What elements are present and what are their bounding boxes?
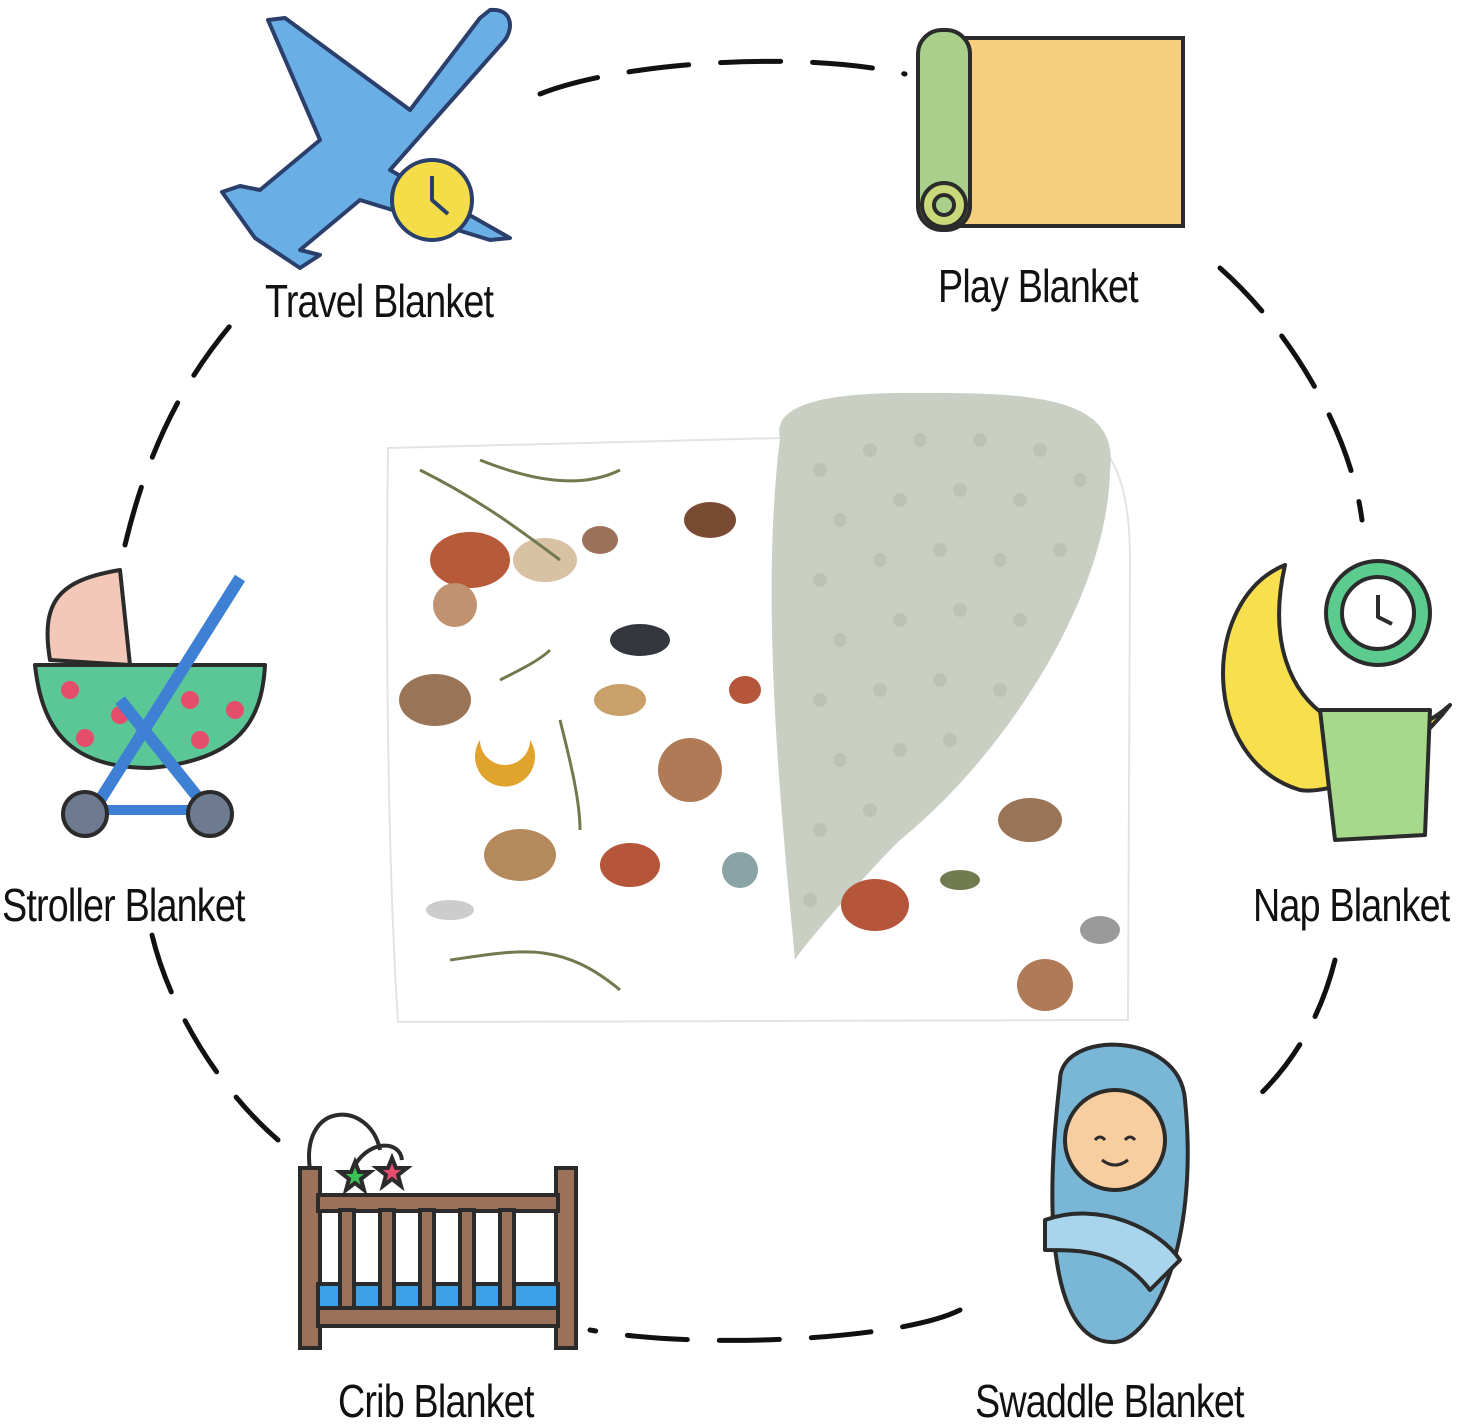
swaddle-blanket-label: Swaddle Blanket <box>975 1375 1245 1427</box>
airplane-clock-icon <box>220 7 512 270</box>
stroller-blanket-label: Stroller Blanket <box>2 879 245 931</box>
rolled-mat-icon <box>916 28 1185 232</box>
swaddled-baby-icon <box>1043 1042 1190 1345</box>
crib-blanket-label: Crib Blanket <box>338 1375 534 1427</box>
stroller-icon <box>33 568 267 838</box>
folded-blanket-product <box>386 392 1132 1024</box>
moon-clock-icon <box>1221 559 1452 842</box>
nap-blanket-label: Nap Blanket <box>1253 879 1450 931</box>
crib-icon <box>298 1112 578 1350</box>
dashed-circle <box>122 58 1365 1343</box>
play-blanket-label: Play Blanket <box>938 260 1139 312</box>
travel-blanket-label: Travel Blanket <box>265 275 494 327</box>
